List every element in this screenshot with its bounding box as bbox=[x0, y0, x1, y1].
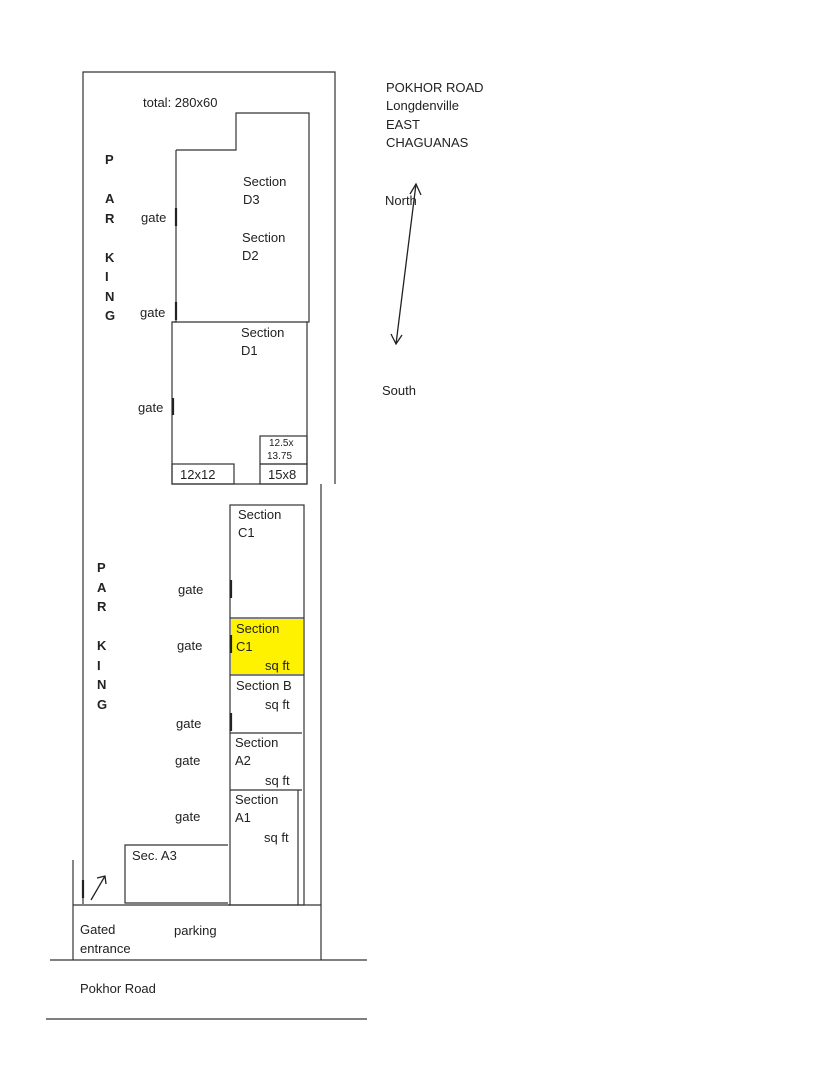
entrance-arrow-icon bbox=[90, 875, 106, 901]
c1-highlight bbox=[231, 619, 303, 674]
letter: N bbox=[105, 288, 115, 304]
letter: R bbox=[105, 210, 115, 226]
letter: I bbox=[105, 269, 109, 284]
letter: I bbox=[97, 657, 101, 673]
section-b-sqft: sq ft bbox=[265, 697, 290, 712]
d-block-outline bbox=[171, 112, 310, 485]
parking-label-upper: P A R K I N G bbox=[105, 150, 115, 326]
letter: G bbox=[97, 696, 108, 712]
section-d3-label: Section bbox=[243, 174, 287, 189]
letter: R bbox=[97, 599, 107, 614]
section-a1-id: A1 bbox=[235, 810, 251, 825]
lot-boundary bbox=[82, 71, 336, 904]
gate-label: gate bbox=[177, 638, 203, 653]
letter: P bbox=[97, 560, 106, 575]
section-c1-top-label: Section bbox=[238, 507, 282, 522]
gate-label: gate bbox=[175, 809, 201, 824]
letter bbox=[105, 228, 115, 248]
road-label: Pokhor Road bbox=[80, 981, 156, 996]
address-line-2: Longdenville bbox=[386, 98, 460, 113]
section-d1-id: D1 bbox=[241, 343, 258, 358]
unit-15x8-label: 15x8 bbox=[268, 467, 297, 482]
section-d3-id: D3 bbox=[243, 192, 260, 207]
gate-label: gate bbox=[141, 210, 167, 225]
letter: A bbox=[105, 191, 115, 206]
section-a1-sqft: sq ft bbox=[264, 830, 289, 845]
north-south-arrow-icon bbox=[390, 182, 422, 346]
unit-12-5x13-75 bbox=[259, 435, 308, 465]
letter: N bbox=[97, 677, 107, 692]
section-c1-id: C1 bbox=[236, 639, 253, 654]
letter bbox=[105, 170, 115, 190]
parking-label-lower: P A R K I N G bbox=[97, 558, 107, 714]
section-a1-label: Section bbox=[235, 792, 279, 807]
section-d2-label: Section bbox=[242, 230, 286, 245]
section-a2-id: A2 bbox=[235, 753, 251, 768]
section-b-label: Section B bbox=[236, 678, 292, 693]
letter: A bbox=[97, 579, 107, 595]
unit-13-75-label: 13.75 bbox=[267, 451, 293, 462]
gate-label: gate bbox=[178, 582, 204, 597]
unit-12x12 bbox=[171, 463, 235, 485]
letter: G bbox=[105, 308, 116, 323]
section-c1-top-id: C1 bbox=[238, 525, 255, 540]
address-line-1: POKHOR ROAD bbox=[386, 80, 484, 95]
section-d2-id: D2 bbox=[242, 248, 259, 263]
north-label: North bbox=[385, 193, 417, 208]
unit-12x12-label: 12x12 bbox=[180, 467, 216, 482]
section-c1-sqft: sq ft bbox=[265, 658, 290, 673]
gate-label: gate bbox=[140, 305, 166, 320]
section-a2-sqft: sq ft bbox=[265, 773, 290, 788]
gate-label: gate bbox=[176, 716, 202, 731]
letter: P bbox=[105, 152, 114, 167]
address-line-3: EAST bbox=[386, 117, 420, 132]
a3-outline bbox=[124, 844, 228, 904]
gate-label: gate bbox=[175, 753, 201, 768]
parking-text: parking bbox=[174, 923, 217, 938]
unit-12-5-label: 12.5x bbox=[269, 438, 294, 449]
south-label: South bbox=[382, 383, 416, 398]
gate-label: gate bbox=[138, 400, 164, 415]
section-a3-label: Sec. A3 bbox=[132, 848, 177, 863]
gated-entrance-line-2: entrance bbox=[80, 941, 131, 956]
letter: K bbox=[105, 249, 115, 265]
letter bbox=[97, 617, 107, 637]
section-c1-label: Section bbox=[236, 621, 280, 636]
letter: K bbox=[97, 638, 107, 653]
address-line-4: CHAGUANAS bbox=[386, 135, 469, 150]
total-dimensions: total: 280x60 bbox=[143, 95, 218, 110]
gated-entrance-line-1: Gated bbox=[80, 922, 116, 937]
section-a2-label: Section bbox=[235, 735, 279, 750]
section-d1-label: Section bbox=[241, 325, 285, 340]
